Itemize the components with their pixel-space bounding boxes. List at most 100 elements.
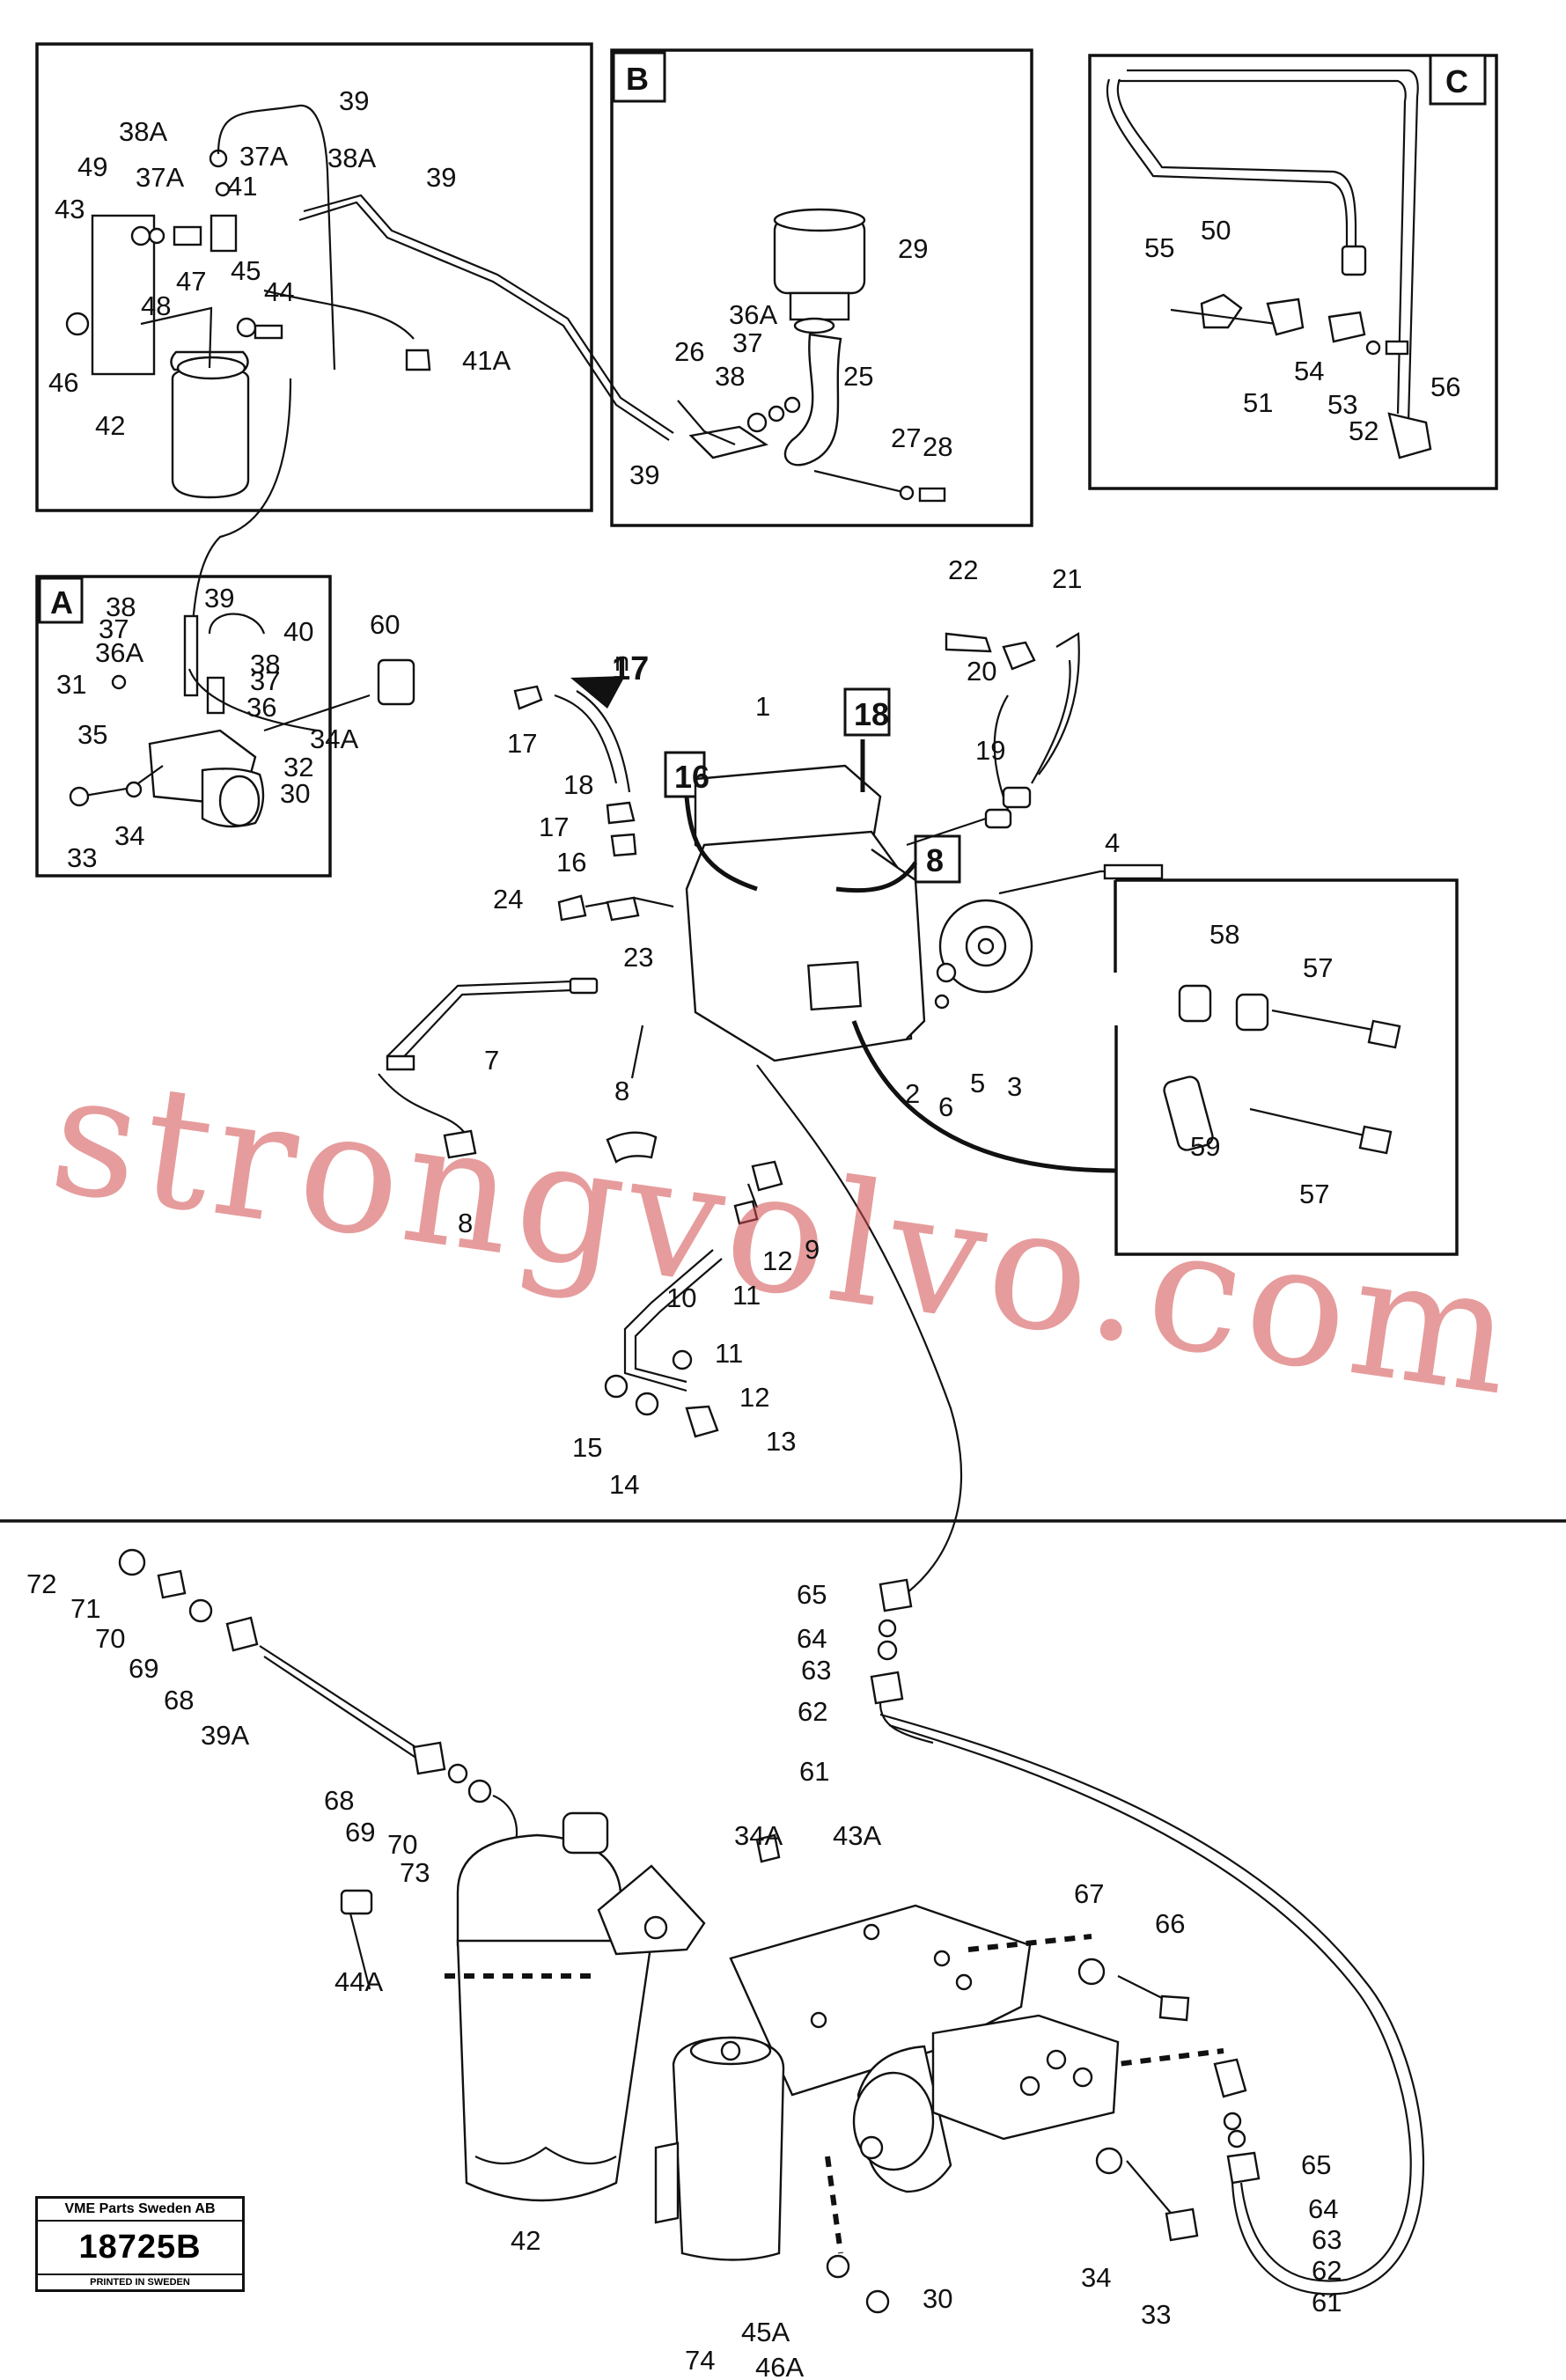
callout-label: 63 [1312, 2224, 1342, 2255]
callout-label: 43A [833, 1820, 881, 1851]
callout-label: 51 [1243, 387, 1273, 418]
callout-label: 9 [805, 1234, 820, 1265]
callout-label: 62 [798, 1696, 827, 1727]
callout-label: 36A [95, 637, 143, 668]
callout-label: 50 [1201, 215, 1231, 246]
callout-label: 38A [327, 143, 376, 173]
stamp-printed: PRINTED IN SWEDEN [90, 2277, 190, 2288]
callout-label: 36A [729, 299, 777, 330]
callout-label: n [614, 646, 629, 677]
callout-label: 39A [201, 1720, 249, 1751]
callout-label: 68 [164, 1685, 194, 1715]
lower-assembly [118, 1548, 1425, 2314]
callout-label: 25 [843, 361, 873, 392]
callout-label: 42 [511, 2225, 540, 2256]
bolt-details [1163, 984, 1401, 1155]
callout-label: 55 [1144, 232, 1174, 263]
callout-label: 30 [280, 778, 310, 809]
callout-label: 37 [99, 613, 129, 644]
callout-label: 16 [556, 847, 586, 878]
callout-label: 33 [67, 842, 97, 873]
callout-label: 65 [1301, 2149, 1331, 2180]
callout-label: 49 [77, 151, 107, 182]
callout-label: 38 [106, 591, 136, 622]
callout-label: 68 [324, 1785, 354, 1816]
callout-label: 34A [310, 724, 358, 754]
callout-label: 27 [891, 422, 921, 453]
callout-label: 23 [623, 942, 653, 973]
callout-label: 48 [141, 290, 171, 321]
inset-box-a [35, 575, 332, 878]
inset-tag-box-c [1429, 54, 1487, 106]
callout-label: 58 [1209, 919, 1239, 950]
inset-tag-box-b [612, 51, 666, 103]
callout-label: 6 [938, 1091, 953, 1122]
inset-tag-box-a [38, 577, 84, 624]
pointer-tag-box-b [914, 834, 961, 884]
callout-label: 42 [95, 410, 125, 441]
callout-label: 53 [1327, 389, 1357, 420]
callout-label: 36 [246, 692, 276, 723]
flow-arrow-icon [570, 676, 625, 709]
inset-tag-a: A [50, 584, 73, 621]
callout-label: 70 [387, 1829, 417, 1860]
callout-label: 38A [119, 116, 167, 147]
callout-label: 38 [250, 649, 280, 679]
callout-label: 4 [1105, 827, 1120, 858]
callout-label: 19 [975, 735, 1005, 766]
callout-label: 18 [563, 769, 593, 800]
inset-box-bolt-details [1114, 878, 1459, 1256]
oil-jar-assembly-top-left [65, 104, 674, 670]
callout-label: 39 [629, 459, 659, 490]
callout-label: 15 [572, 1432, 602, 1463]
callout-label: 1 [755, 691, 770, 722]
pointer-tag-box-c [843, 687, 891, 737]
callout-label: 45 [231, 255, 261, 286]
callout-label: 41 [227, 171, 257, 202]
callout-label: 40 [283, 616, 313, 647]
callout-label: 69 [345, 1817, 375, 1847]
stamp-number: 18725B [38, 2222, 242, 2275]
callout-label: 33 [1141, 2299, 1171, 2330]
air-compressor-main [378, 632, 1164, 1594]
callout-label: 21 [1052, 563, 1082, 594]
callout-label: 38 [715, 361, 745, 392]
callout-label: 54 [1294, 356, 1324, 386]
inset-box-c [1088, 54, 1498, 490]
callout-label: 34A [734, 1820, 783, 1851]
inset-tag-b: B [626, 61, 649, 97]
callout-label: 31 [56, 669, 86, 700]
callout-label: 67 [1074, 1878, 1104, 1909]
callout-label: 20 [967, 656, 996, 687]
callout-label: 37 [732, 327, 762, 358]
callout-label: 65 [797, 1579, 827, 1610]
pointer-tag: 16 [674, 759, 709, 795]
callout-label: 56 [1430, 371, 1460, 402]
callout-label: 37A [136, 162, 184, 193]
callout-label: 61 [1312, 2287, 1342, 2318]
callout-label: 39 [204, 583, 234, 613]
callout-label: 37A [239, 141, 288, 172]
inset-box-top-left [35, 42, 593, 512]
inset-tag-c: C [1445, 63, 1468, 99]
callout-label: 63 [801, 1655, 831, 1686]
callout-label: 39 [426, 162, 456, 193]
callout-label: 35 [77, 719, 107, 750]
callout-label: 45A [741, 2317, 790, 2347]
callout-label: 43 [55, 194, 85, 224]
inset-box-b [610, 48, 1033, 527]
callout-label: 17 [507, 728, 537, 759]
callout-label: 47 [176, 266, 206, 297]
callout-label: 46A [755, 2352, 804, 2380]
callout-label: 71 [70, 1593, 100, 1624]
callout-label: 34 [1081, 2262, 1111, 2293]
callout-label: 34 [114, 820, 144, 851]
callout-label: 64 [1308, 2193, 1338, 2224]
callout-label: 10 [666, 1282, 696, 1313]
callout-label: 74 [685, 2345, 715, 2376]
callout-label: 57 [1299, 1179, 1329, 1209]
callout-label: 28 [923, 431, 952, 462]
callout-label: 26 [674, 336, 704, 367]
